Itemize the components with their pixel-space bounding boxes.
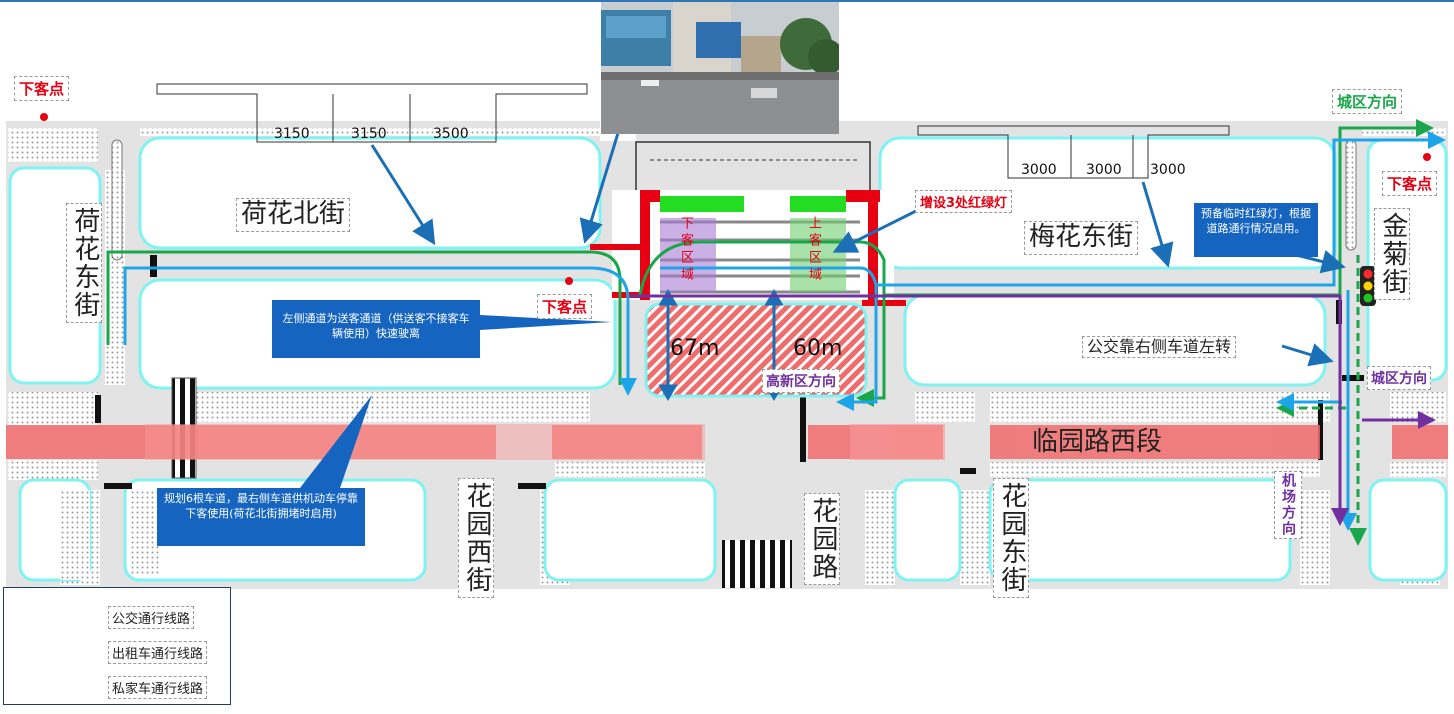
bus-turn-note: 公交靠右侧车道左转 <box>1082 336 1237 359</box>
street-hehua-north: 荷花北街 <box>236 198 351 232</box>
dropoff-label: 下客点 <box>14 76 70 101</box>
dimension-label: 3150 <box>274 126 310 142</box>
legend: 公交通行线路 出租车通行线路 私家车通行线路 <box>3 587 231 705</box>
street-hehua-east: 荷花东街 <box>66 203 102 323</box>
dropoff-label: 下客点 <box>1382 171 1438 196</box>
length-left: 67m <box>670 336 720 361</box>
temp-light-note: 预备临时红绿灯，根据道路通行情况启用。 <box>1194 203 1318 257</box>
street-meihua-east: 梅花东街 <box>1024 221 1139 255</box>
dropoff-label: 下客点 <box>537 294 593 319</box>
dimension-label: 3000 <box>1021 162 1057 178</box>
direction-gaoxin: 高新区方向 <box>762 369 840 393</box>
legend-label: 私家车通行线路 <box>108 676 208 699</box>
dimension-label: 3000 <box>1086 162 1122 178</box>
street-huayuan-west: 花园西街 <box>458 478 494 598</box>
direction-airport: 机场方向 <box>1274 471 1302 539</box>
pickup-zone-label: 上客区域 <box>806 216 821 284</box>
street-huayuan-road: 花园路 <box>804 493 840 585</box>
legend-item-private: 私家车通行线路 <box>4 672 230 702</box>
drop-zone-label: 下客区域 <box>678 216 693 284</box>
legend-item-bus: 公交通行线路 <box>4 602 230 632</box>
legend-item-taxi: 出租车通行线路 <box>4 637 230 667</box>
legend-label: 出租车通行线路 <box>108 641 208 664</box>
dimension-label: 3150 <box>351 126 387 142</box>
direction-city-top: 城区方向 <box>1332 89 1403 114</box>
direction-city-right: 城区方向 <box>1367 366 1431 390</box>
traffic-light-note: 增设3处红绿灯 <box>915 190 1013 213</box>
street-huayuan-east: 花园东街 <box>993 478 1029 598</box>
left-channel-note: 左侧通道为送客通道（供送客不接客车辆使用）快速驶离 <box>272 300 480 358</box>
length-right: 60m <box>793 336 843 361</box>
street-jinju: 金菊街 <box>1374 208 1410 300</box>
six-lanes-note: 规划6根车道，最右侧车道供机动车停靠下客使用(荷花北街拥堵时启用) <box>157 488 365 546</box>
street-linyuan-west: 临园路西段 <box>1032 427 1163 457</box>
dimension-label: 3500 <box>433 126 469 142</box>
station-photo <box>601 2 839 134</box>
legend-label: 公交通行线路 <box>108 606 195 629</box>
dimension-label: 3000 <box>1150 162 1186 178</box>
